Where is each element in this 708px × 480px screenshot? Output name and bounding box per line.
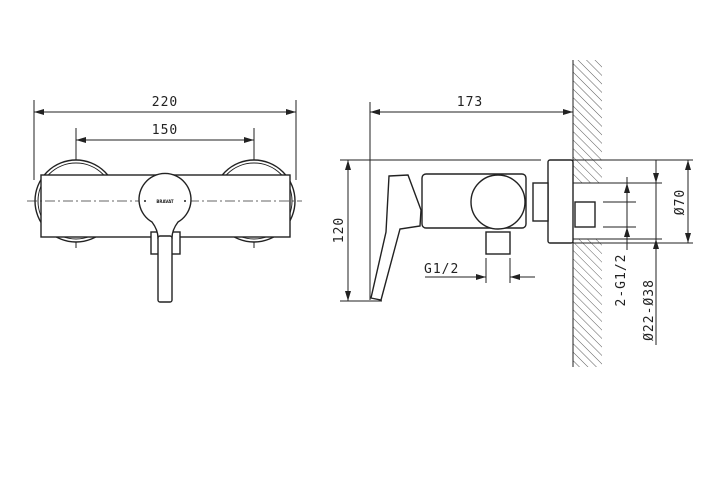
- dimension-label-150: 150: [152, 123, 178, 138]
- side-view: 173 120 G1/2: [332, 60, 693, 367]
- lever: [157, 235, 173, 303]
- front-view: 220 150 BRAVAT: [27, 95, 302, 303]
- dimension-173: 173: [369, 95, 573, 300]
- connector-nut: [532, 182, 549, 222]
- brand-logo: BRAVAT: [156, 199, 174, 204]
- escutcheon: [547, 159, 574, 244]
- dimension-label-inlet-thread: 2-G1/2: [614, 254, 629, 307]
- diverter-knob: [470, 174, 526, 230]
- dimension-label-220: 220: [152, 95, 178, 110]
- dimension-120: 120: [332, 159, 541, 302]
- dimension-label-173: 173: [457, 95, 483, 110]
- lever-side: [370, 174, 422, 301]
- outlet-connector: [485, 231, 511, 255]
- handle: BRAVAT: [138, 172, 192, 303]
- dimension-g12: G1/2: [424, 258, 535, 283]
- inlet-pipe: [574, 201, 596, 228]
- dimension-label-120: 120: [332, 217, 347, 243]
- wall-dimensions: 2-G1/2 Ø22-Ø38 Ø70: [573, 159, 693, 345]
- dimension-220: 220: [33, 95, 297, 180]
- dimension-label-g12: G1/2: [424, 262, 459, 277]
- dimension-label-escutcheon-diameter: Ø70: [673, 189, 688, 215]
- dimension-label-pipe-diameter: Ø22-Ø38: [642, 279, 657, 341]
